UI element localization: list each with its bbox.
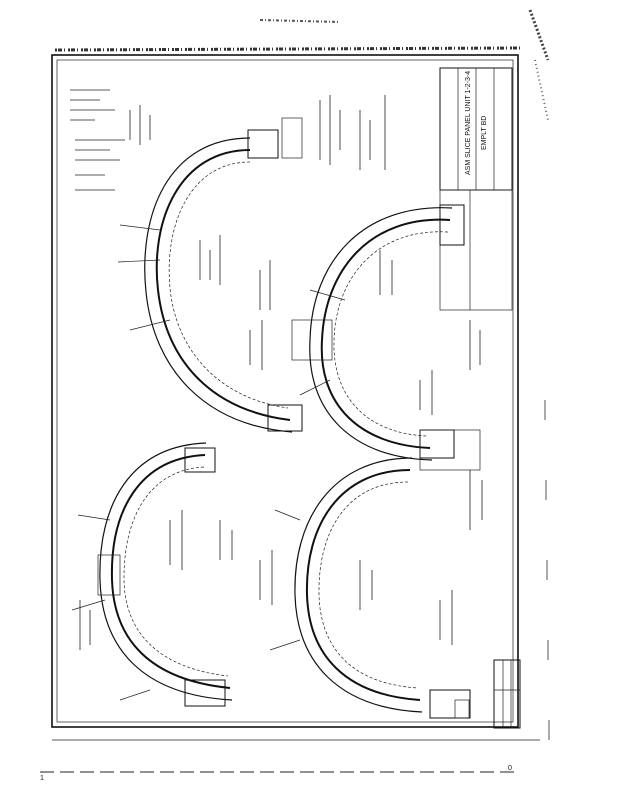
title-block-line-1: ASM SLICE PANEL UNIT 1-2-3-4: [465, 71, 472, 175]
lower-right-ring-assembly: [269, 429, 481, 719]
drawing-border: [40, 54, 540, 773]
margin-mark-bottom-right: 0: [508, 765, 512, 772]
top-scan-noise: [54, 9, 550, 121]
margin-marks: 0 1: [40, 400, 550, 782]
revision-block: [493, 659, 521, 729]
upper-left-ring-assembly: [117, 117, 303, 433]
upper-right-ring-assembly: [291, 204, 465, 461]
title-block-line-2: EMPLT BD: [481, 116, 488, 150]
lower-left-ring-assembly: [71, 442, 233, 707]
annotation-callouts: [70, 89, 483, 650]
margin-mark-left-bottom: 1: [40, 775, 44, 782]
title-block: ASM SLICE PANEL UNIT 1-2-3-4 EMPLT BD: [439, 67, 513, 311]
